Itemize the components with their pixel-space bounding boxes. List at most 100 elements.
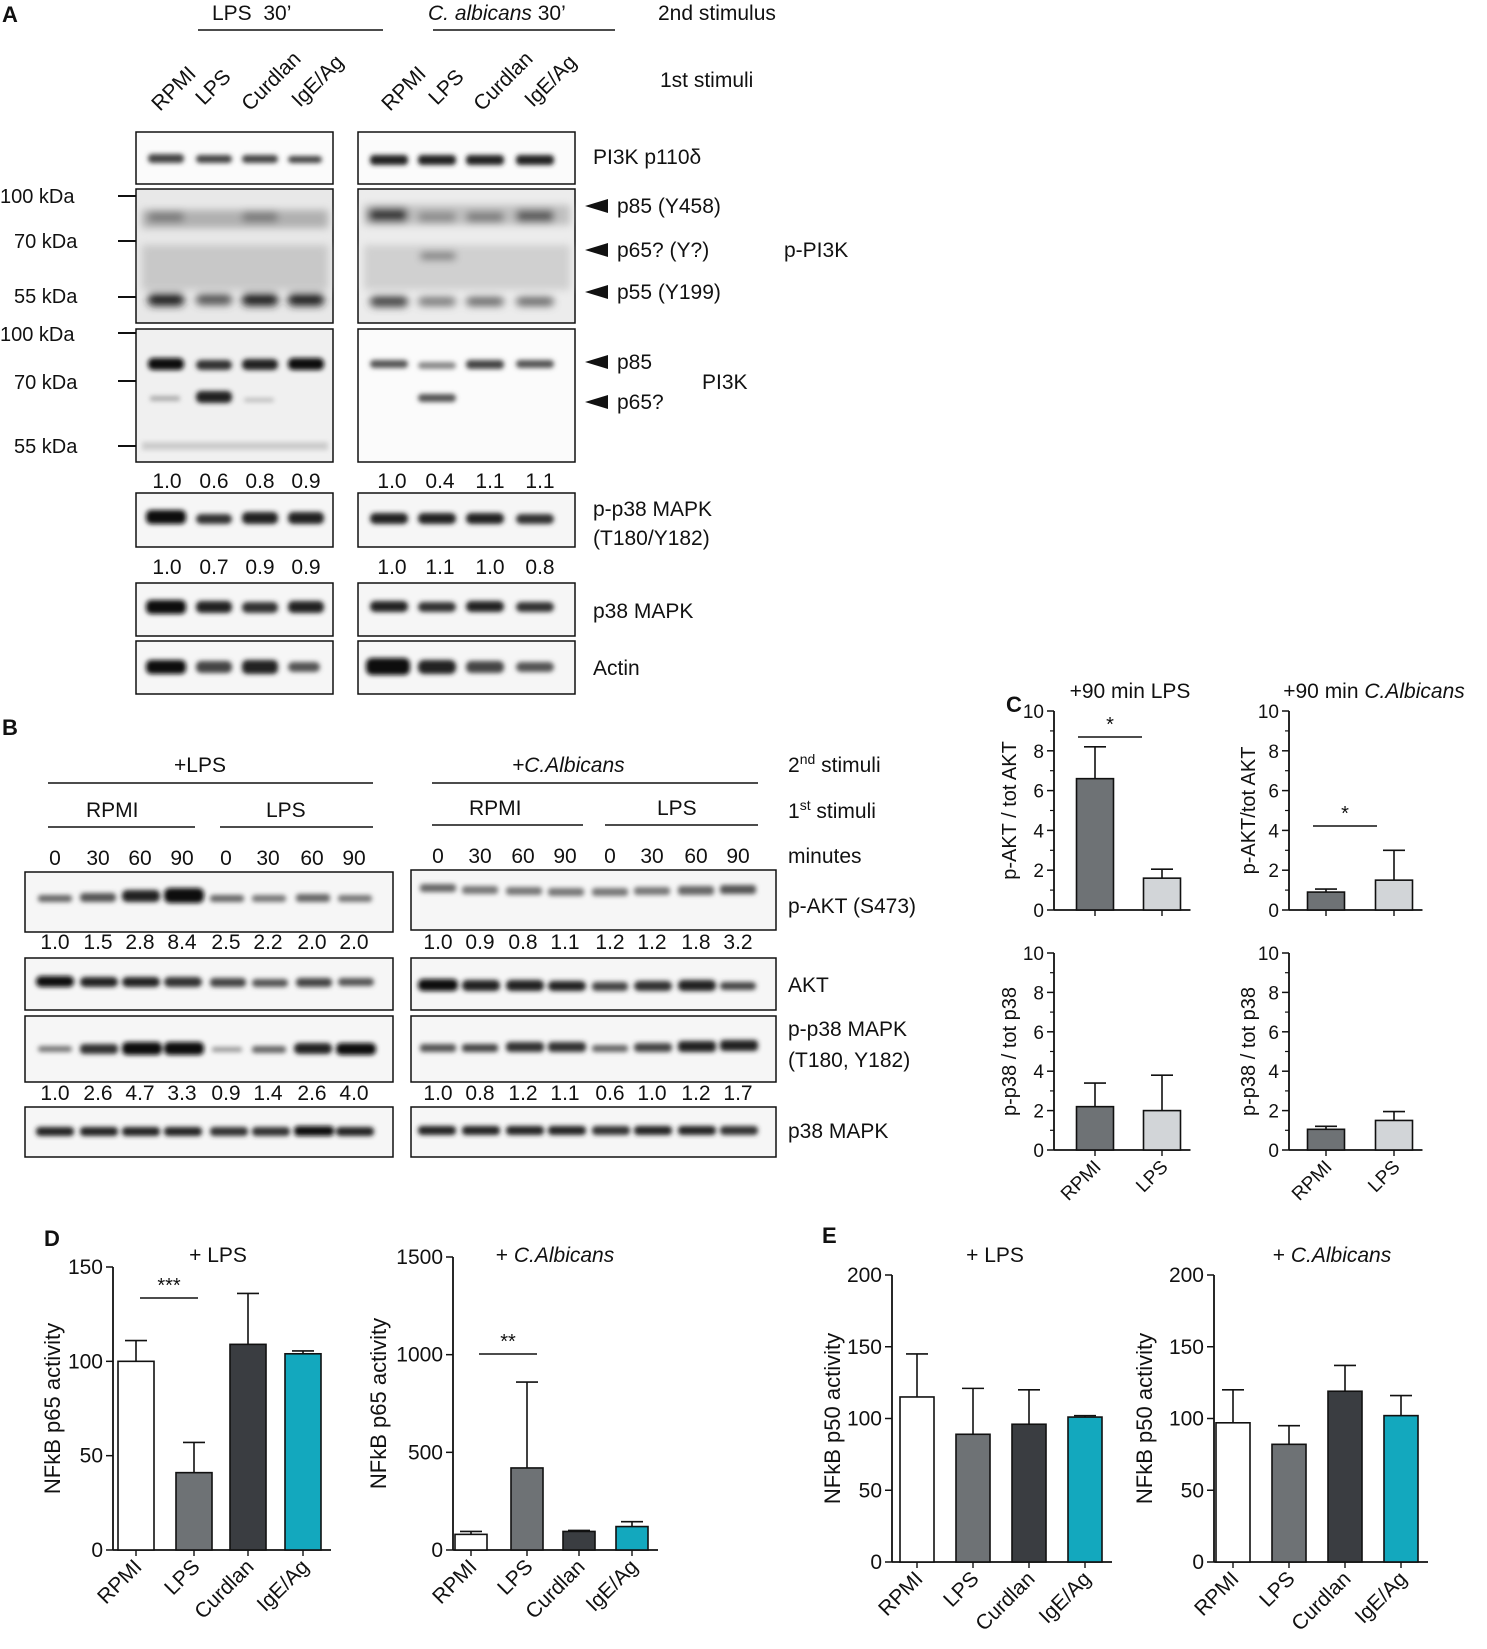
- y-tick-label: 6: [1268, 1023, 1279, 1044]
- x-tick-label: LPS: [493, 1555, 537, 1599]
- y-tick-label: 100: [1169, 1408, 1204, 1431]
- quant-value: 1.0: [637, 1082, 666, 1105]
- quant-value: 0.9: [211, 1082, 240, 1105]
- mw-marker: 100 kDa: [0, 324, 75, 346]
- y-tick-label: 0: [1268, 901, 1279, 922]
- label-p85y: p85 (Y458): [617, 195, 721, 218]
- quant-value: 3.2: [723, 931, 752, 954]
- minute-tick: 0: [49, 847, 61, 870]
- x-tick-label: Curdlan: [1287, 1567, 1355, 1635]
- b-group-calb: +C.Albicans: [512, 754, 625, 777]
- x-tick-label: RPMI: [1057, 1157, 1105, 1205]
- minute-tick: 30: [256, 847, 279, 870]
- bar: [1142, 1109, 1182, 1151]
- y-tick-label: 0: [1268, 1141, 1279, 1162]
- y-tick-label: 10: [1258, 702, 1279, 723]
- b-group-lps: +LPS: [174, 754, 226, 777]
- chart-title-italic: C.Albicans: [514, 1244, 615, 1267]
- a-lane-label: Curdlan: [469, 47, 537, 115]
- x-tick-label: Curdlan: [190, 1555, 258, 1623]
- y-tick-label: 2: [1268, 1102, 1279, 1123]
- y-axis-label: NFkB p65 activity: [366, 1318, 391, 1489]
- quant-value: 1.0: [152, 556, 181, 579]
- minute-tick: 90: [170, 847, 193, 870]
- bar: [454, 1533, 488, 1551]
- y-tick-label: 6: [1033, 782, 1044, 803]
- panel-b-letter: B: [2, 715, 18, 740]
- b-first-stimuli: 1st stimuli: [788, 797, 876, 823]
- y-tick-label: 4: [1268, 1062, 1279, 1083]
- bar: [284, 1352, 322, 1551]
- quant-value: 3.3: [167, 1082, 196, 1105]
- a-group-calb-label: C. albicans 30’: [428, 2, 566, 25]
- panel-a: A LPS 30’ C. albicans 30’ 2nd stimulus 1…: [0, 2, 848, 695]
- mw-marker: 70 kDa: [14, 231, 78, 253]
- x-tick-label: IgE/Ag: [1035, 1567, 1096, 1628]
- y-tick-label: 200: [1169, 1264, 1204, 1287]
- blot-pakt-right: [410, 869, 777, 931]
- quant-value: 1.8: [681, 931, 710, 954]
- quant-value: 2.0: [297, 931, 326, 954]
- bar: [229, 1343, 267, 1551]
- y-tick-label: 200: [847, 1264, 882, 1287]
- quant-value: 4.0: [339, 1082, 368, 1105]
- x-tick-label: RPMI: [93, 1555, 146, 1608]
- a-mw-markers: 100 kDa 70 kDa 55 kDa 100 kDa 70 kDa 55 …: [0, 186, 136, 458]
- panel-a-letter: A: [2, 2, 18, 27]
- quant-value: 2.0: [339, 931, 368, 954]
- quant-value: 2.8: [125, 931, 154, 954]
- x-tick-label: LPS: [939, 1567, 983, 1611]
- label-pp38-line1: p-p38 MAPK: [788, 1018, 907, 1041]
- y-axis-label: p-p38 / tot p38: [999, 987, 1021, 1116]
- x-tick-label: IgE/Ag: [582, 1555, 643, 1616]
- quant-value: 2.6: [297, 1082, 326, 1105]
- b-quant-p38: 1.0 2.6 4.7 3.3 0.9 1.4 2.6 4.0 1.0 0.8 …: [40, 1082, 752, 1105]
- quant-value: 0.8: [525, 556, 554, 579]
- y-tick-label: 1500: [396, 1246, 443, 1269]
- bar: [562, 1530, 596, 1551]
- bar: [1383, 1414, 1419, 1563]
- x-tick-label: RPMI: [1288, 1157, 1336, 1205]
- x-tick-label: RPMI: [874, 1567, 927, 1620]
- panel-e-letter: E: [822, 1223, 837, 1248]
- y-axis-label: p-AKT / tot AKT: [999, 741, 1021, 880]
- y-tick-label: 150: [1169, 1336, 1204, 1359]
- x-tick-label: LPS: [1364, 1157, 1404, 1197]
- minute-tick: 0: [432, 845, 444, 868]
- quant-value: 1.0: [40, 1082, 69, 1105]
- quant-value: 0.9: [245, 556, 274, 579]
- quant-value: 1.7: [723, 1082, 752, 1105]
- minute-tick: 0: [220, 847, 232, 870]
- label-p38: p38 MAPK: [788, 1120, 888, 1143]
- minute-tick: 30: [468, 845, 491, 868]
- y-tick-label: 0: [1033, 1141, 1044, 1162]
- chart-title: +90 min LPS: [1070, 680, 1191, 703]
- a-lane-label: RPMI: [377, 62, 430, 115]
- quant-value: 0.6: [595, 1082, 624, 1105]
- label-p55y: p55 (Y199): [617, 281, 721, 304]
- bar: [1215, 1422, 1251, 1563]
- y-axis-label: NFkB p65 activity: [40, 1323, 65, 1494]
- y-tick-label: 0: [870, 1551, 882, 1574]
- blot-akt-left: [24, 957, 394, 1011]
- y-tick-label: 2: [1033, 1102, 1044, 1123]
- quant-value: 1.0: [475, 556, 504, 579]
- y-tick-label: 150: [847, 1336, 882, 1359]
- quant-value: 2.5: [211, 931, 240, 954]
- arrowhead-icon: [585, 395, 608, 409]
- a-group-lps-label: LPS 30’: [212, 2, 291, 25]
- chart-title-part: +: [1273, 1244, 1291, 1267]
- y-tick-label: 4: [1268, 821, 1279, 842]
- panel-c-letter: C: [1006, 692, 1022, 717]
- minute-tick: 60: [684, 845, 707, 868]
- arrowhead-icon: [585, 199, 608, 213]
- minute-tick: 90: [553, 845, 576, 868]
- bar: [1374, 879, 1414, 911]
- a-lane-label: LPS: [424, 65, 468, 109]
- chart-title-italic: C.Albicans: [1291, 1244, 1392, 1267]
- quant-value: 1.5: [83, 931, 112, 954]
